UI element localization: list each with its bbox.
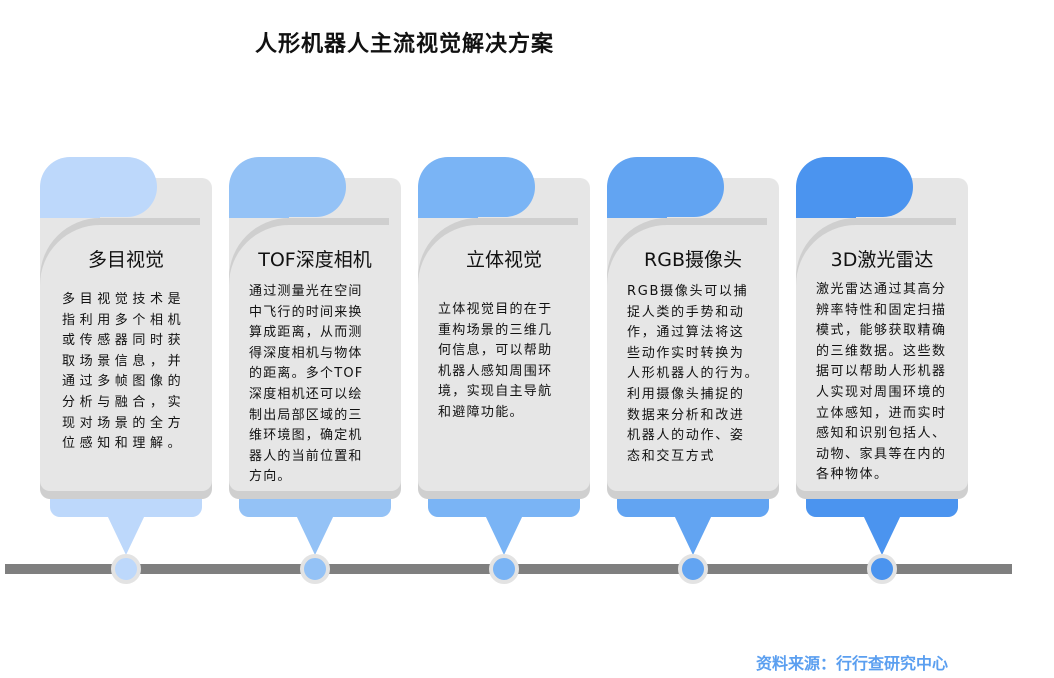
card-text-line: 深度相机还可以绘 <box>249 386 363 402</box>
card-text-line: 模式，能够获取精确 <box>816 323 947 339</box>
timeline-dot <box>489 554 519 584</box>
card-body <box>607 178 779 491</box>
card-description: 多目视觉技术是指利用多个相机或传感器同时获取场景信息，并通过多帧图像的分析与融合… <box>62 290 185 455</box>
pointer-triangle <box>107 515 145 555</box>
card-2: TOF深度相机 通过测量光在空间中飞行的时间来换算成距离，从而测得深度相机与物体… <box>229 157 401 577</box>
card-text-line: 激光雷达通过其高分 <box>816 282 947 297</box>
card-text-line: 据可以帮助人形机器 <box>816 364 947 380</box>
card-text-line: 器人的当前位置和 <box>249 448 363 464</box>
card-title: 立体视觉 <box>465 249 542 271</box>
card-text-line: 分析与融合，实 <box>62 394 186 410</box>
card-body <box>229 178 401 491</box>
card-text-line: 立体感知，进而实时 <box>816 405 947 421</box>
card-text-line: 人实现对周围环境的 <box>816 384 947 400</box>
card-text-line: 方向。 <box>249 469 292 485</box>
card-text-line: 动物、家具等在内的 <box>816 446 947 462</box>
card-description: 立体视觉目的在于重构场景的三维几何信息，可以帮助机器人感知周围环境，实现自主导航… <box>438 300 552 424</box>
card-text-line: 立体视觉目的在于 <box>438 302 553 317</box>
card-text-line: 感知和识别包括人、 <box>816 426 947 442</box>
source-note: 资料来源：行行查研究中心 <box>756 654 949 673</box>
card-text-line: 利用摄像头捕捉的 <box>627 386 745 402</box>
card-text-line: 和避障功能。 <box>438 404 524 420</box>
card-text-line: 各种物体。 <box>816 467 889 483</box>
card-text-line: 机器人感知周围环 <box>438 363 553 379</box>
card-text-line: 得深度相机与物体 <box>249 345 363 361</box>
card-text-line: 维环境图，确定机 <box>249 428 363 444</box>
card-title: TOF深度相机 <box>258 249 372 271</box>
card-text-line: 指利用多个相机 <box>62 312 186 328</box>
card-text-line: 辨率特性和固定扫描 <box>816 302 947 318</box>
card-1: 多目视觉 多目视觉技术是指利用多个相机或传感器同时获取场景信息，并通过多帧图像的… <box>40 157 212 577</box>
pointer-triangle <box>296 515 334 555</box>
card-text-line: 现对场景的全方 <box>62 415 186 431</box>
card-text-line: 捉人类的手势和动 <box>627 304 745 320</box>
card-description: 激光雷达通过其高分辨率特性和固定扫描模式，能够获取精确的三维数据。这些数据可以帮… <box>816 280 947 486</box>
card-description: RGB摄像头可以捕捉人类的手势和动作，通过算法将这些动作实时转换为人形机器人的行… <box>627 282 759 467</box>
card-text-line: RGB摄像头可以捕 <box>627 284 749 299</box>
card-4: RGB摄像头 RGB摄像头可以捕捉人类的手势和动作，通过算法将这些动作实时转换为… <box>607 157 779 577</box>
card-text-line: 或传感器同时获 <box>62 333 186 349</box>
timeline-dot <box>111 554 141 584</box>
card-text-line: 何信息，可以帮助 <box>438 343 553 359</box>
card-header-blob <box>229 157 346 217</box>
card-text-line: 位感知和理解。 <box>62 436 186 452</box>
card-text-line: 重构场景的三维几 <box>438 322 553 338</box>
card-5: 3D激光雷达 激光雷达通过其高分辨率特性和固定扫描模式，能够获取精确的三维数据。… <box>796 157 968 577</box>
card-text-line: 人形机器人的行为。 <box>627 366 760 382</box>
pointer-triangle <box>674 515 712 555</box>
card-text-line: 的距离。多个TOF <box>249 366 364 382</box>
card-text-line: 的三维数据。这些数 <box>816 343 947 359</box>
card-text-line: 中飞行的时间来换 <box>249 304 363 320</box>
card-header-blob <box>607 157 724 217</box>
card-text-line: 作，通过算法将这 <box>627 325 745 341</box>
card-title: 3D激光雷达 <box>830 249 934 271</box>
card-header-blob <box>40 157 157 217</box>
pointer-triangle <box>485 515 523 555</box>
card-text-line: 多目视觉技术是 <box>62 292 186 307</box>
card-text-line: 态和交互方式 <box>627 448 716 464</box>
page-title: 人形机器人主流视觉解决方案 <box>255 32 555 57</box>
card-title: 多目视觉 <box>87 249 164 271</box>
card-description: 通过测量光在空间中飞行的时间来换算成距离，从而测得深度相机与物体的距离。多个TO… <box>249 282 363 488</box>
timeline-dot <box>678 554 708 584</box>
card-text-line: 取场景信息，并 <box>62 353 186 369</box>
card-text-line: 制出局部区域的三 <box>249 407 363 423</box>
card-text-line: 数据来分析和改进 <box>627 407 745 423</box>
card-3: 立体视觉 立体视觉目的在于重构场景的三维几何信息，可以帮助机器人感知周围环境，实… <box>418 157 590 577</box>
card-text-line: 机器人的动作、姿 <box>627 428 745 444</box>
timeline-dot <box>867 554 897 584</box>
card-text-line: 通过测量光在空间 <box>249 284 363 299</box>
card-title: RGB摄像头 <box>644 249 742 271</box>
card-header-blob <box>796 157 913 217</box>
card-text-line: 些动作实时转换为 <box>627 345 745 361</box>
timeline-dot <box>300 554 330 584</box>
card-text-line: 算成距离，从而测 <box>249 325 363 341</box>
pointer-triangle <box>863 515 901 555</box>
card-text-line: 通过多帧图像的 <box>62 374 186 390</box>
card-header-blob <box>418 157 535 217</box>
card-text-line: 境，实现自主导航 <box>438 384 553 400</box>
